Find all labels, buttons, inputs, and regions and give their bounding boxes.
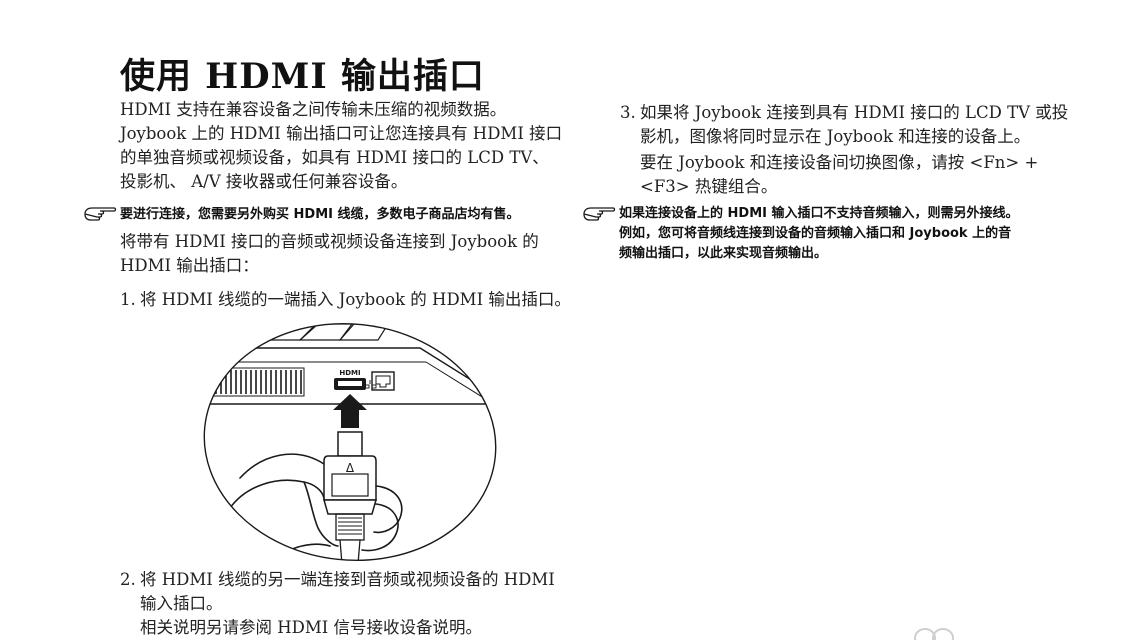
network-icon xyxy=(364,380,377,389)
cable-symbol: Δ xyxy=(346,461,355,475)
illustration-frame xyxy=(203,322,497,562)
step-number: 2. xyxy=(120,570,136,589)
page-title: 使用 HDMI 输出插口 xyxy=(120,56,485,97)
note-audio-line-3: 频输出插口，以此来实现音频输出。 xyxy=(619,246,828,261)
intro-line-3: 的单独音频或视频设备，如具有 HDMI 接口的 LCD TV、 xyxy=(120,148,549,167)
watermark-logo xyxy=(914,628,954,640)
hdmi-port-label: HDMI xyxy=(339,369,360,377)
step-text-line-3: 相关说明另请参阅 HDMI 信号接收设备说明。 xyxy=(140,618,483,637)
step-text-line-3: 要在 Joybook 和连接设备间切换图像，请按 <Fn> + xyxy=(640,153,1039,172)
keyboard-keys xyxy=(217,323,390,341)
note-audio-line-1: 如果连接设备上的 HDMI 输入插口不支持音频输入，则需另外接线。 xyxy=(619,206,1019,221)
step-1: 1. 将 HDMI 线缆的一端插入 Joybook 的 HDMI 输出插口。 xyxy=(120,288,590,313)
step-text-line-2: 影机，图像将同时显示在 Joybook 和连接的设备上。 xyxy=(640,127,1031,146)
step-text-line-2: 输入插口。 xyxy=(140,594,223,613)
intro-line-4: 投影机、 A/V 接收器或任何兼容设备。 xyxy=(120,172,408,191)
intro-line-2: Joybook 上的 HDMI 输出插口可让您连接具有 HDMI 接口 xyxy=(120,124,563,143)
step-text-line-1: 将 HDMI 线缆的另一端连接到音频或视频设备的 HDMI xyxy=(140,570,555,589)
step-text-line-1: 如果将 Joybook 连接到具有 HDMI 接口的 LCD TV 或投 xyxy=(640,103,1069,122)
step-number: 1. xyxy=(120,290,136,309)
connect-intro-line-2: HDMI 输出插口： xyxy=(120,256,259,275)
note-audio-line-2: 例如，您可将音频线连接到设备的音频输入插口和 Joybook 上的音 xyxy=(619,226,1012,241)
lan-port xyxy=(371,371,395,391)
step-number: 3. xyxy=(620,103,636,122)
step-text-line-4: <F3> 热键组合。 xyxy=(640,177,778,196)
insert-arrow-icon xyxy=(333,394,367,428)
step-3: 3. 如果将 Joybook 连接到具有 HDMI 接口的 LCD TV 或投 … xyxy=(620,101,1090,201)
note-cable-purchase: 要进行连接，您需要另外购买 HDMI 线缆，多数电子商品店均有售。 xyxy=(120,207,520,222)
pointing-hand-icon xyxy=(583,207,616,221)
hand-drawing xyxy=(229,453,403,564)
step-2: 2. 将 HDMI 线缆的另一端连接到音频或视频设备的 HDMI 输入插口。 相… xyxy=(120,568,590,640)
connect-intro-line-1: 将带有 HDMI 接口的音频或视频设备连接到 Joybook 的 xyxy=(120,232,539,251)
hdmi-connection-illustration: HDMI Δ xyxy=(200,322,500,564)
pointing-hand-icon xyxy=(84,207,117,221)
step-text: 将 HDMI 线缆的一端插入 Joybook 的 HDMI 输出插口。 xyxy=(140,290,571,309)
intro-line-1: HDMI 支持在兼容设备之间传输未压缩的视频数据。 xyxy=(120,100,507,119)
hdmi-cable-plug: Δ xyxy=(323,431,377,564)
